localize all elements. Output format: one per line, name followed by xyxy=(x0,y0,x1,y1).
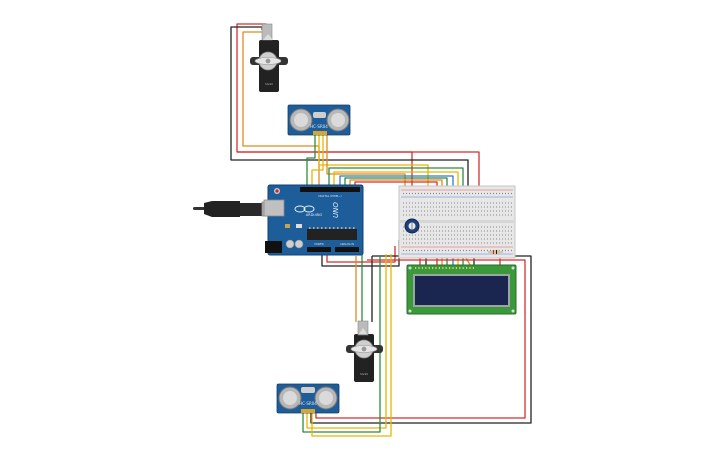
servo-model-label: SG90 xyxy=(265,82,273,86)
lcd-display-16x2[interactable] xyxy=(406,264,517,315)
arduino-uno-board[interactable]: ARDUINO UNO DIGITAL (PWM~) ANALOG IN POW… xyxy=(263,184,364,256)
ultrasonic-sensor-top[interactable]: HC-SR04 xyxy=(287,104,351,136)
arduino-header-label-digital: DIGITAL (PWM~) xyxy=(318,194,341,198)
resistor[interactable] xyxy=(488,250,503,254)
ultrasonic-sensor-bottom[interactable]: HC-SR04 xyxy=(276,383,340,414)
arduino-header-label-power: POWER xyxy=(314,242,324,246)
ultrasonic-model-label: HC-SR04 xyxy=(310,124,328,129)
potentiometer[interactable] xyxy=(404,218,420,234)
ultrasonic-model-label: HC-SR04 xyxy=(299,401,317,406)
wire-red[interactable] xyxy=(237,151,480,190)
arduino-model-label: ARDUINO xyxy=(306,213,323,217)
wire-yellow[interactable] xyxy=(306,254,387,429)
servo-model-label: SG90 xyxy=(360,372,368,376)
wire-red[interactable] xyxy=(315,259,526,419)
arduino-header-label-analog: ANALOG IN xyxy=(340,242,354,246)
arduino-brand-label: UNO xyxy=(332,202,340,218)
wire-yellow[interactable] xyxy=(311,134,324,186)
servo-motor-top[interactable]: SG90 xyxy=(250,23,288,92)
wire-yellow[interactable] xyxy=(311,254,392,437)
wire-green[interactable] xyxy=(306,134,316,186)
servo-motor-bottom[interactable]: SG90 xyxy=(346,320,383,382)
wire-red[interactable] xyxy=(326,246,396,263)
wire-green[interactable] xyxy=(302,256,381,433)
